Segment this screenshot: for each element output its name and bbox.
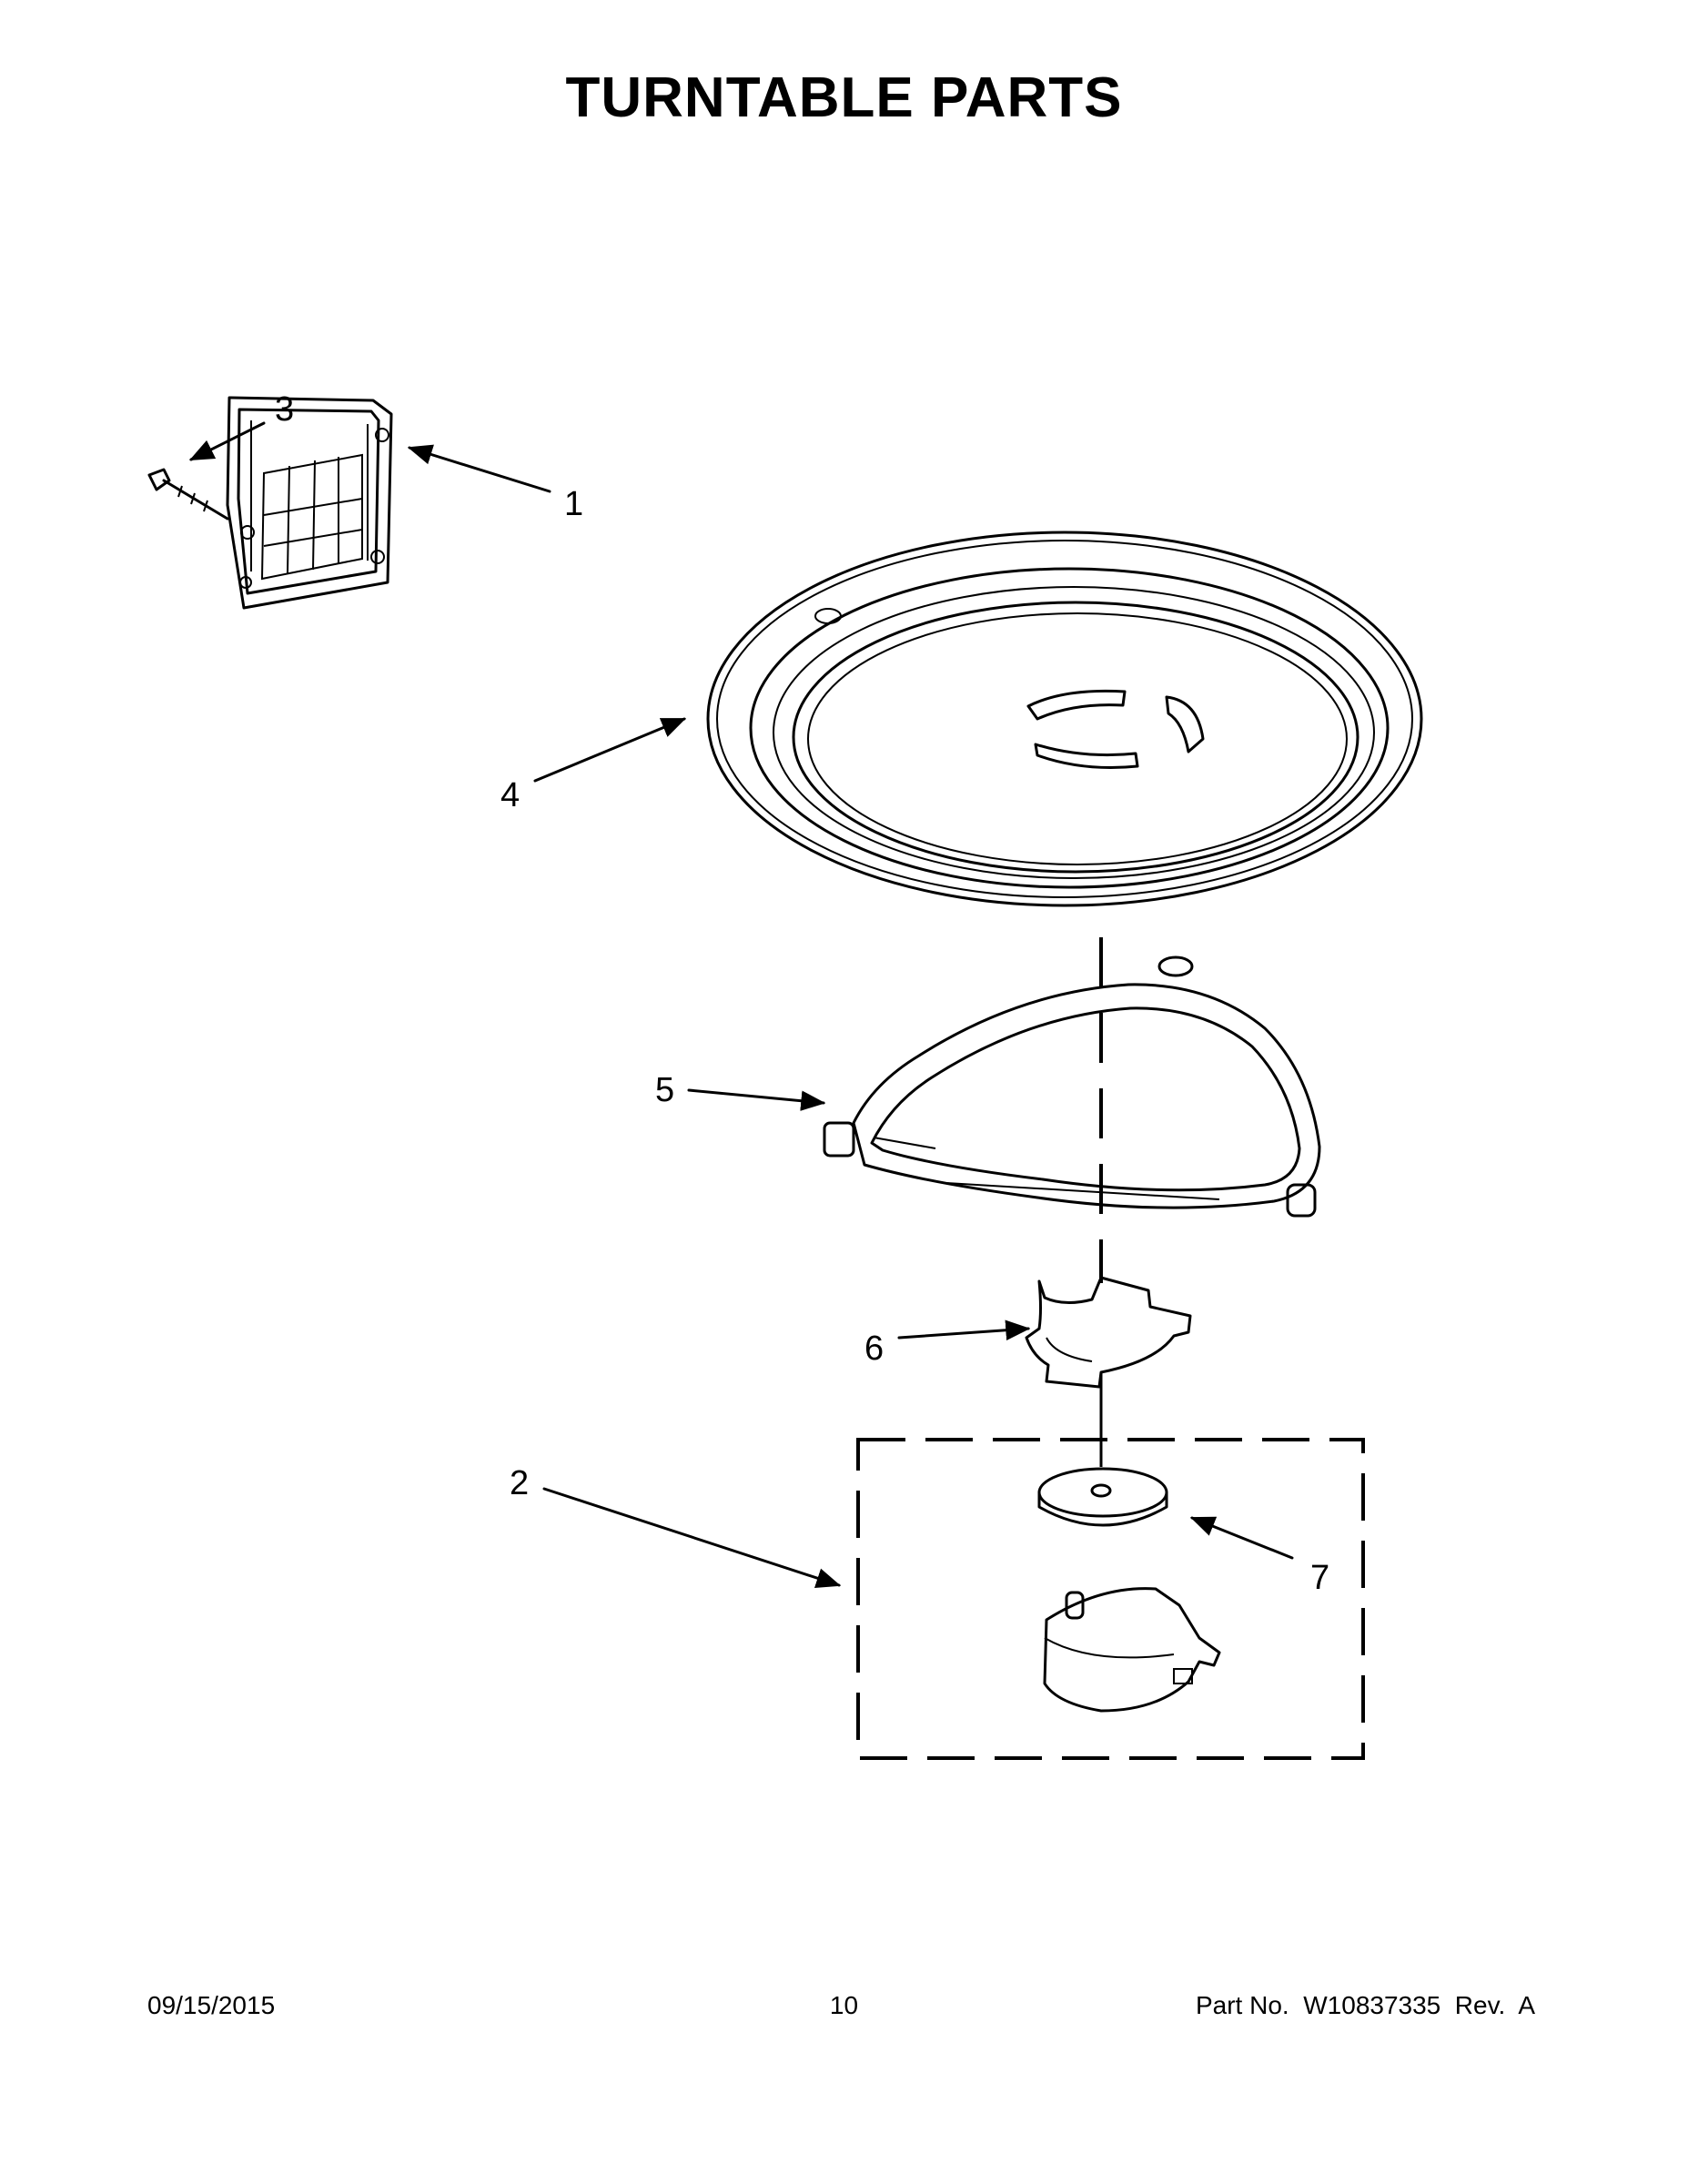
leader-2	[542, 1487, 842, 1588]
leader-1	[407, 444, 551, 493]
part-2-turntable-motor	[1043, 1587, 1221, 1713]
part-3-screw	[147, 468, 229, 521]
leader-lines	[188, 421, 1294, 1588]
footer-page-number: 10	[829, 1991, 859, 2019]
page-title: TURNTABLE PARTS	[565, 66, 1123, 129]
leader-4	[533, 717, 687, 783]
motor-assembly-box	[856, 1438, 1365, 1760]
callout-2: 2	[510, 1464, 529, 1502]
leader-5	[687, 1088, 826, 1111]
part-1-filter-grille	[226, 396, 393, 610]
callout-6: 6	[864, 1330, 884, 1368]
part-5-roller-support	[823, 956, 1321, 1218]
leader-6	[897, 1320, 1031, 1340]
callout-1: 1	[564, 485, 583, 523]
footer-part-number: Part No. W10837335 Rev. A	[1195, 1991, 1535, 2019]
part-6-coupler	[1025, 1276, 1192, 1389]
callout-7: 7	[1310, 1559, 1329, 1597]
callout-5: 5	[655, 1071, 674, 1109]
footer-date: 09/15/2015	[147, 1991, 276, 2019]
part-7-drive-hub	[1037, 1467, 1168, 1527]
leader-3	[188, 421, 266, 461]
callout-3: 3	[275, 390, 294, 429]
callout-4: 4	[500, 776, 520, 814]
leader-7	[1189, 1516, 1294, 1560]
part-4-turntable-tray	[706, 531, 1423, 907]
